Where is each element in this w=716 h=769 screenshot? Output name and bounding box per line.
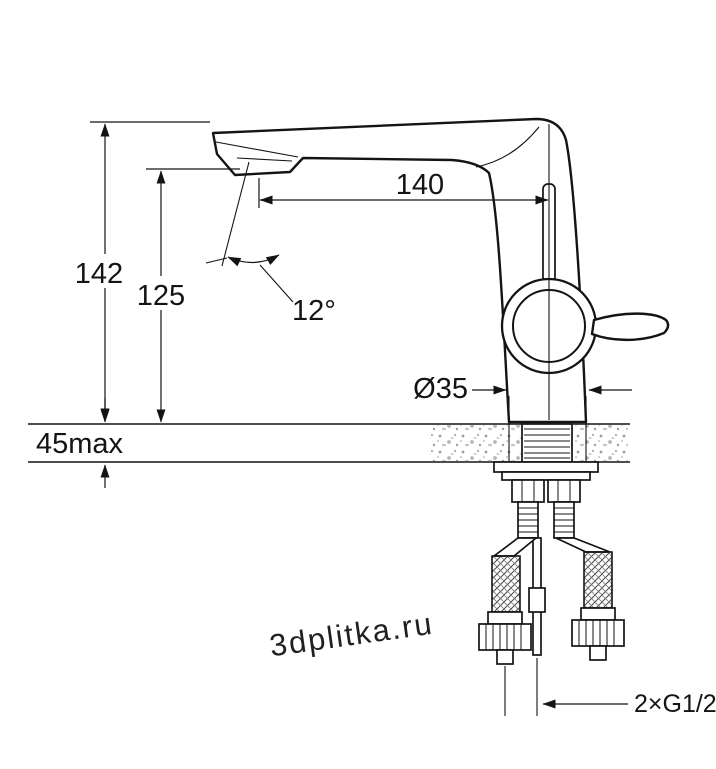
angle-leader-line bbox=[259, 264, 294, 303]
left-connector-tail bbox=[496, 649, 514, 665]
dimension-spout-reach: 140 bbox=[258, 169, 549, 208]
dim-spout-reach-label: 140 bbox=[396, 169, 444, 201]
watermark-text: 3dplitka.ru bbox=[267, 606, 435, 664]
right-connector-knurling bbox=[578, 620, 615, 646]
mounting-hardware bbox=[493, 461, 599, 656]
mounting-bracket-plate bbox=[501, 471, 591, 481]
left-braided-hose bbox=[491, 555, 521, 613]
label-mask bbox=[70, 254, 130, 288]
dim-spout-height-label: 125 bbox=[137, 280, 185, 312]
mounting-shank bbox=[521, 423, 573, 463]
threaded-shank bbox=[521, 423, 573, 463]
right-braided-hose bbox=[583, 551, 613, 609]
right-connector-hex bbox=[580, 607, 616, 621]
left-mounting-nut bbox=[511, 479, 545, 503]
angle-tick bbox=[205, 257, 228, 264]
left-connector-knurling bbox=[485, 624, 522, 650]
body-corner-crease bbox=[475, 126, 540, 168]
dimension-connection: 2×G1/2 bbox=[504, 658, 716, 718]
shank-threads bbox=[524, 428, 570, 459]
aerator-edge bbox=[236, 157, 293, 162]
dim-connection-label: 2×G1/2 bbox=[634, 690, 716, 718]
right-connector-tail bbox=[589, 645, 607, 661]
faucet-body bbox=[211, 117, 588, 424]
dim-deck-thickness-label: 45max bbox=[36, 428, 124, 460]
supply-hoses bbox=[478, 537, 625, 665]
dimension-base-diameter: Ø35 bbox=[413, 373, 632, 462]
dimension-spout-angle: 12° bbox=[205, 161, 336, 327]
angle-reference-line bbox=[221, 161, 250, 267]
left-connector-nut bbox=[478, 623, 532, 651]
tube-threads bbox=[518, 507, 574, 533]
pop-up-rod-coupler bbox=[528, 587, 546, 613]
mounting-washer-plate bbox=[493, 461, 599, 473]
dim-base-diameter-label: Ø35 bbox=[413, 373, 468, 405]
label-mask bbox=[132, 276, 192, 310]
handle-assembly bbox=[500, 124, 670, 420]
dimension-deck-thickness: 45max bbox=[36, 398, 124, 488]
dim-angle-label: 12° bbox=[292, 295, 336, 327]
faucet-silhouette bbox=[211, 117, 588, 424]
right-connector-nut bbox=[571, 619, 625, 647]
dimension-spout-height: 125 bbox=[132, 168, 240, 423]
dim-total-height-label: 142 bbox=[75, 258, 123, 290]
right-hose-bend bbox=[555, 537, 611, 553]
angle-arc bbox=[227, 254, 280, 267]
dimension-total-height: 142 bbox=[70, 121, 210, 423]
side-lever-handle bbox=[590, 312, 670, 342]
spout-tip-crease bbox=[215, 141, 299, 158]
left-hose-bend bbox=[491, 537, 539, 557]
left-connector-hex bbox=[487, 611, 523, 625]
right-mounting-nut bbox=[547, 479, 581, 503]
